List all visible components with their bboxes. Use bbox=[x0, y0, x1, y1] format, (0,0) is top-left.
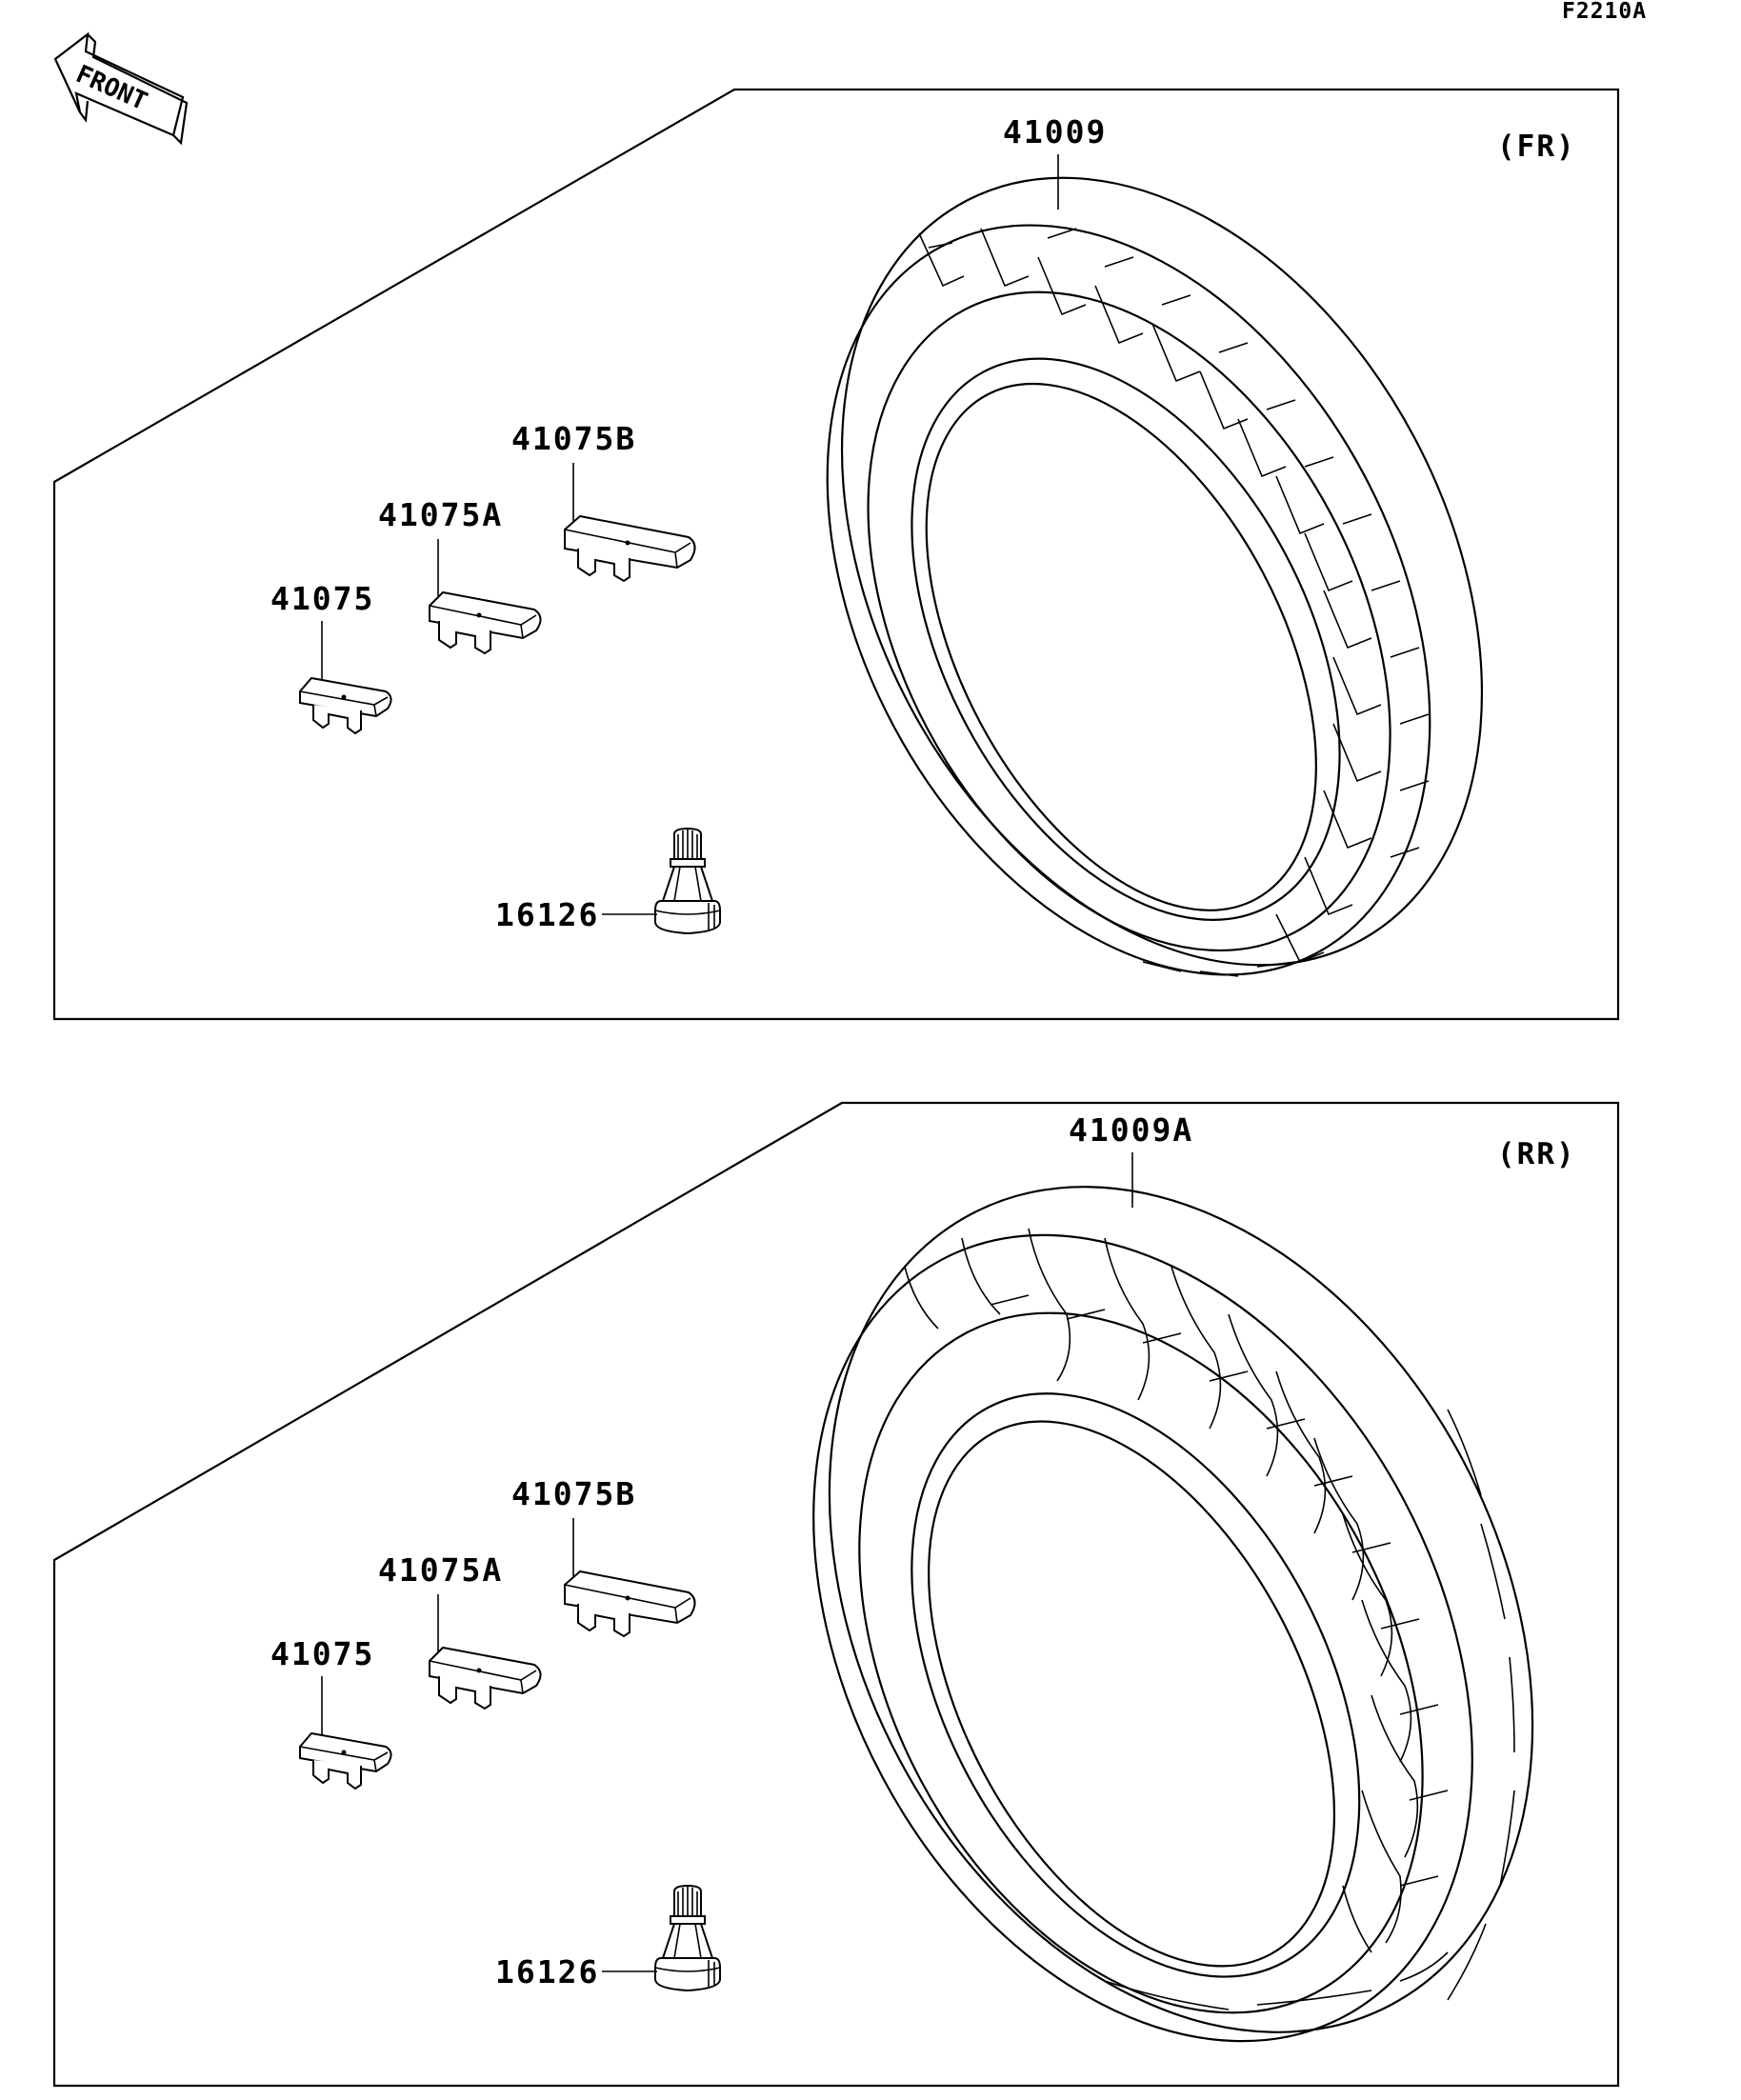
tire-part-label: 41009A bbox=[1069, 1111, 1193, 1149]
rear-tire-icon bbox=[812, 1186, 1534, 2043]
weight-small-label: 41075 bbox=[270, 1635, 374, 1672]
section-front: (FR) bbox=[52, 88, 1620, 1021]
position-label: (RR) bbox=[1497, 1137, 1576, 1171]
diagram-code: F2210A bbox=[1562, 0, 1647, 24]
valve-stem-icon bbox=[654, 828, 721, 934]
position-label: (FR) bbox=[1497, 130, 1576, 164]
weight-large-label: 41075B bbox=[511, 1475, 636, 1512]
section-frame bbox=[52, 1101, 1620, 2088]
section-frame bbox=[52, 88, 1620, 1021]
tire-part-label: 41009 bbox=[1003, 113, 1107, 150]
front-tire-icon bbox=[826, 176, 1484, 977]
valve-stem-icon bbox=[654, 1885, 721, 1991]
weight-large-label: 41075B bbox=[511, 420, 636, 457]
front-arrow-icon: FRONT bbox=[53, 31, 189, 146]
balance-weight-large-icon bbox=[564, 1570, 696, 1637]
weight-medium-label: 41075A bbox=[378, 1551, 503, 1589]
valve-label: 16126 bbox=[495, 1953, 599, 1990]
weight-medium-label: 41075A bbox=[378, 496, 503, 533]
balance-weight-medium-icon bbox=[429, 1647, 542, 1710]
section-rear: (RR) bbox=[52, 1101, 1620, 2088]
balance-weight-small-icon bbox=[299, 1732, 392, 1790]
balance-weight-medium-icon bbox=[429, 591, 542, 654]
balance-weight-small-icon bbox=[299, 677, 392, 734]
valve-label: 16126 bbox=[495, 896, 599, 933]
balance-weight-large-icon bbox=[564, 515, 696, 582]
weight-small-label: 41075 bbox=[270, 580, 374, 617]
